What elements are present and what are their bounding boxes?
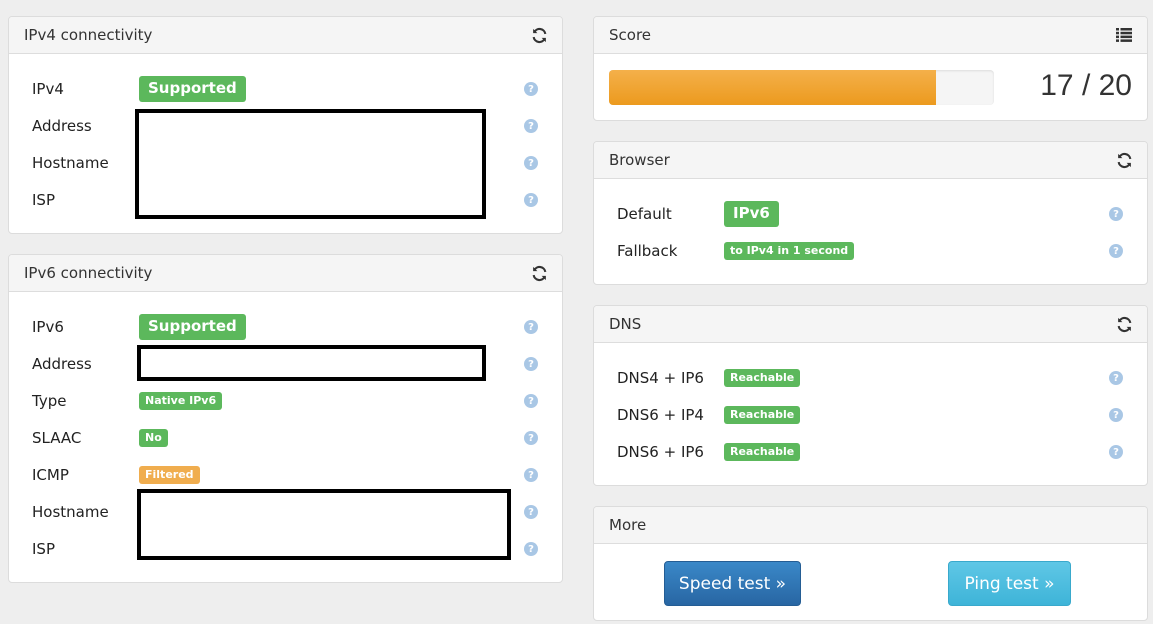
dns-panel: DNS DNS4 + IP6 Reachable ? DNS6 + IP4 Re… xyxy=(593,305,1148,486)
ipv4-panel: IPv4 connectivity IPv4 Supported ? Addre… xyxy=(8,16,563,234)
ping-test-button[interactable]: Ping test » xyxy=(948,561,1071,606)
dns6-ip6-badge: Reachable xyxy=(724,443,801,461)
score-value: 17 / 20 xyxy=(1040,69,1132,102)
dns6-ip4-label: DNS6 + IP4 xyxy=(617,406,704,424)
help-icon[interactable]: ? xyxy=(524,542,538,556)
ipv6-icmp-label: ICMP xyxy=(32,466,69,484)
ipv6-hostname-label: Hostname xyxy=(32,503,109,521)
ipv6-label: IPv6 xyxy=(32,318,64,336)
refresh-icon[interactable] xyxy=(530,26,548,44)
browser-panel-header: Browser xyxy=(594,142,1147,179)
refresh-icon[interactable] xyxy=(530,264,548,282)
ipv6-type-row: Type Native IPv6 ? xyxy=(9,386,562,416)
ipv4-panel-title: IPv4 connectivity xyxy=(24,26,153,44)
ipv6-icmp-row: ICMP Filtered ? xyxy=(9,460,562,490)
ipv4-isp-row: ISP ? xyxy=(9,185,562,215)
ipv6-isp-row: ISP ? xyxy=(9,534,562,564)
ipv6-isp-label: ISP xyxy=(32,540,55,558)
dns-panel-title: DNS xyxy=(609,315,642,333)
help-icon[interactable]: ? xyxy=(1109,207,1123,221)
ipv4-address-row: Address ? xyxy=(9,111,562,141)
dns6-ip4-badge: Reachable xyxy=(724,406,801,424)
ipv6-type-label: Type xyxy=(32,392,67,410)
ipv6-address-label: Address xyxy=(32,355,92,373)
ipv6-type-badge: Native IPv6 xyxy=(139,392,223,410)
ipv6-panel-header: IPv6 connectivity xyxy=(9,255,562,292)
more-panel-title: More xyxy=(609,516,647,534)
help-icon[interactable]: ? xyxy=(524,156,538,170)
ipv6-address-row: Address ? xyxy=(9,349,562,379)
ipv4-panel-header: IPv4 connectivity xyxy=(9,17,562,54)
ipv6-status-badge: Supported xyxy=(139,314,246,340)
help-icon[interactable]: ? xyxy=(524,431,538,445)
help-icon[interactable]: ? xyxy=(524,320,538,334)
browser-fallback-badge: to IPv4 in 1 second xyxy=(724,242,855,260)
refresh-icon[interactable] xyxy=(1115,151,1133,169)
ipv6-row: IPv6 Supported ? xyxy=(9,312,562,342)
redaction-box xyxy=(135,109,486,219)
help-icon[interactable]: ? xyxy=(524,468,538,482)
browser-fallback-label: Fallback xyxy=(617,242,678,260)
ipv6-slaac-row: SLAAC No ? xyxy=(9,423,562,453)
browser-default-row: Default IPv6 ? xyxy=(594,199,1147,229)
browser-panel: Browser Default IPv6 ? Fallback to IPv4 … xyxy=(593,141,1148,285)
dns4-ip6-badge: Reachable xyxy=(724,369,801,387)
ipv6-hostname-row: Hostname ? xyxy=(9,497,562,527)
help-icon[interactable]: ? xyxy=(1109,445,1123,459)
dns4-ip6-label: DNS4 + IP6 xyxy=(617,369,704,387)
score-progress-bar xyxy=(609,70,994,105)
help-icon[interactable]: ? xyxy=(524,394,538,408)
score-progress-fill xyxy=(609,70,937,105)
redaction-box xyxy=(137,345,486,381)
ipv6-slaac-label: SLAAC xyxy=(32,429,82,447)
help-icon[interactable]: ? xyxy=(524,505,538,519)
ipv6-slaac-badge: No xyxy=(139,429,168,447)
dns-panel-header: DNS xyxy=(594,306,1147,343)
help-icon[interactable]: ? xyxy=(524,357,538,371)
ipv6-icmp-badge: Filtered xyxy=(139,466,200,484)
dns4-ip6-row: DNS4 + IP6 Reachable ? xyxy=(594,363,1147,393)
ipv4-address-label: Address xyxy=(32,117,92,135)
list-icon[interactable] xyxy=(1115,26,1133,44)
help-icon[interactable]: ? xyxy=(524,82,538,96)
help-icon[interactable]: ? xyxy=(1109,371,1123,385)
score-panel-title: Score xyxy=(609,26,652,44)
browser-panel-title: Browser xyxy=(609,151,670,169)
dns6-ip6-row: DNS6 + IP6 Reachable ? xyxy=(594,437,1147,467)
ipv4-hostname-row: Hostname ? xyxy=(9,148,562,178)
help-icon[interactable]: ? xyxy=(524,119,538,133)
refresh-icon[interactable] xyxy=(1115,315,1133,333)
ipv6-panel: IPv6 connectivity IPv6 Supported ? Addre… xyxy=(8,254,563,583)
browser-fallback-row: Fallback to IPv4 in 1 second ? xyxy=(594,236,1147,266)
redaction-box xyxy=(137,489,511,560)
ipv6-panel-title: IPv6 connectivity xyxy=(24,264,153,282)
ipv4-row: IPv4 Supported ? xyxy=(9,74,562,104)
more-panel-header: More xyxy=(594,507,1147,544)
help-icon[interactable]: ? xyxy=(1109,244,1123,258)
help-icon[interactable]: ? xyxy=(1109,408,1123,422)
dns6-ip6-label: DNS6 + IP6 xyxy=(617,443,704,461)
browser-default-label: Default xyxy=(617,205,672,223)
browser-default-badge: IPv6 xyxy=(724,201,779,227)
ipv4-isp-label: ISP xyxy=(32,191,55,209)
dns6-ip4-row: DNS6 + IP4 Reachable ? xyxy=(594,400,1147,430)
more-panel: More Speed test » Ping test » xyxy=(593,506,1148,621)
help-icon[interactable]: ? xyxy=(524,193,538,207)
score-panel: Score 17 / 20 xyxy=(593,16,1148,121)
score-panel-header: Score xyxy=(594,17,1147,54)
ipv4-hostname-label: Hostname xyxy=(32,154,109,172)
ipv4-label: IPv4 xyxy=(32,80,64,98)
ipv4-status-badge: Supported xyxy=(139,76,246,102)
speed-test-button[interactable]: Speed test » xyxy=(664,561,801,606)
